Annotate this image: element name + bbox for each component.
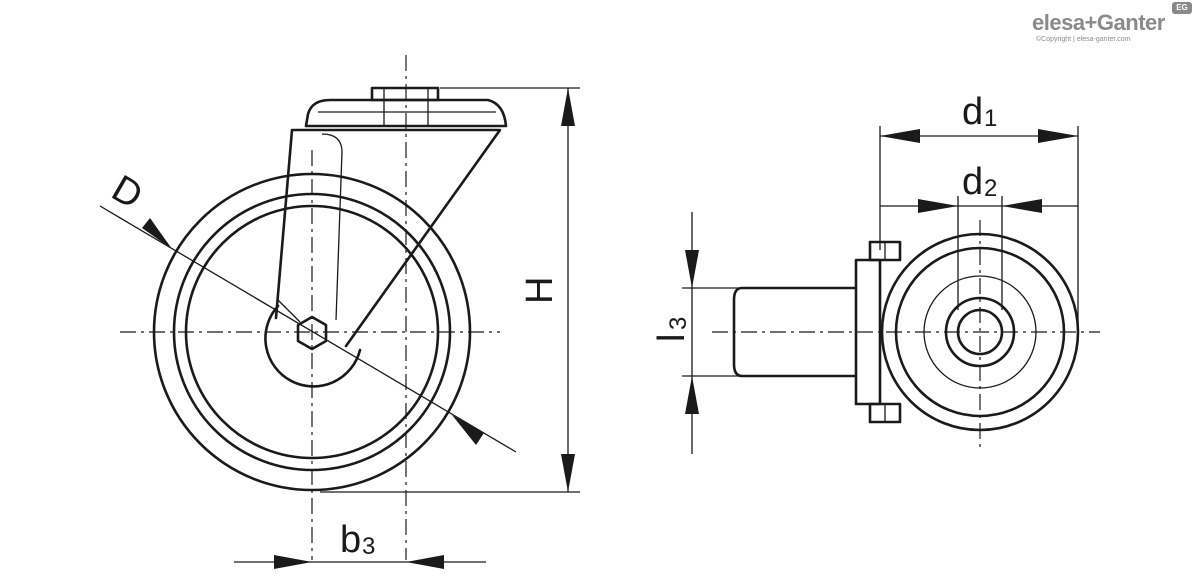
- brand-logo: elesa+Ganter EG ©Copyright | elesa-gante…: [1032, 2, 1192, 48]
- dimension-D-line: [99, 205, 517, 453]
- label-D: D: [105, 168, 150, 218]
- label-H: H: [519, 277, 561, 304]
- front-wheel-tread-inner: [894, 246, 1066, 418]
- front-wheel-rim: [923, 275, 1037, 389]
- dimension-d2-arrow-left: [918, 199, 958, 213]
- dimension-D-arrow-bottom: [452, 415, 484, 445]
- fork-leg: [274, 128, 502, 348]
- brand-name: elesa+Ganter: [1032, 10, 1165, 35]
- dimension-d1-arrow-left: [880, 129, 920, 143]
- dimension-d2-arrow-right: [1002, 199, 1042, 213]
- axle-hex-nut: [296, 315, 328, 351]
- label-b3-subscript: 3: [362, 533, 375, 560]
- fork-leg-bend: [321, 133, 343, 321]
- dimension-D-arrow-top: [142, 218, 172, 249]
- castor-side-view: [99, 55, 580, 569]
- label-b3: b: [340, 519, 361, 561]
- front-hub-bore: [956, 308, 1004, 356]
- front-stem: [732, 286, 858, 378]
- brand-copyright: ©Copyright | elesa-ganter.com: [1036, 36, 1131, 43]
- dimension-H-arrow-top: [561, 88, 575, 126]
- front-fork-bracket: [854, 258, 882, 406]
- label-l3-subscript: 3: [665, 317, 692, 330]
- fork-axle-boss: [264, 304, 362, 388]
- label-d1: d: [962, 91, 983, 133]
- dimension-l3-arrow-bottom: [685, 376, 699, 414]
- dimension-H-arrow-bottom: [561, 454, 575, 492]
- brand-badge: EG: [1172, 2, 1192, 14]
- castor-front-view: [682, 126, 1100, 454]
- wheel-outer-tread: [152, 172, 472, 492]
- wheel-tread-inner-edge: [172, 192, 452, 472]
- label-d1-subscript: 1: [984, 105, 997, 132]
- label-l3: l: [651, 334, 693, 342]
- swivel-bolt-head: [370, 86, 440, 102]
- dimension-b3-arrow-left: [274, 555, 312, 569]
- label-d2: d: [962, 161, 983, 203]
- label-d2-subscript: 2: [984, 175, 997, 202]
- fork-inner-line: [277, 299, 301, 323]
- dimension-l3-arrow-top: [685, 250, 699, 288]
- front-hub-outer: [944, 296, 1016, 368]
- wheel-rim: [184, 204, 440, 460]
- dimension-d1-arrow-right: [1038, 129, 1078, 143]
- dimension-b3-arrow-right: [406, 555, 444, 569]
